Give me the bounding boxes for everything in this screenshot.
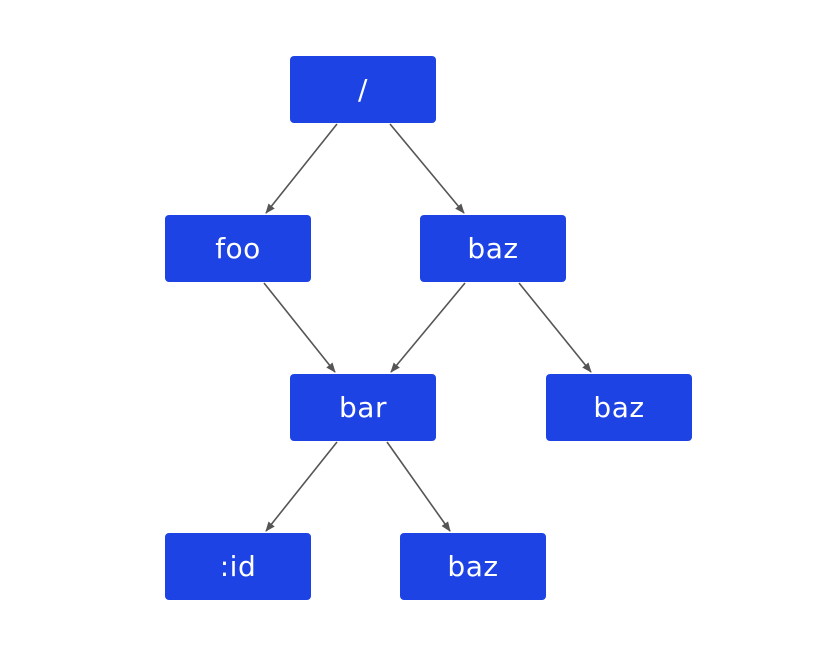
edge-bar-baz3 — [386, 441, 451, 532]
node-baz-level1: baz — [420, 215, 566, 282]
node-bar: bar — [290, 374, 436, 441]
edge-bar-id — [265, 441, 338, 532]
node-baz-level2: baz — [546, 374, 692, 441]
edge-baz1-baz2 — [518, 282, 592, 373]
edge-foo-bar — [263, 282, 336, 373]
node-id: :id — [165, 533, 311, 600]
edge-baz1-bar — [390, 282, 466, 373]
edge-root-baz1 — [389, 123, 465, 214]
node-root: / — [290, 56, 436, 123]
edge-root-foo — [265, 123, 338, 214]
node-foo: foo — [165, 215, 311, 282]
node-baz-level3: baz — [400, 533, 546, 600]
